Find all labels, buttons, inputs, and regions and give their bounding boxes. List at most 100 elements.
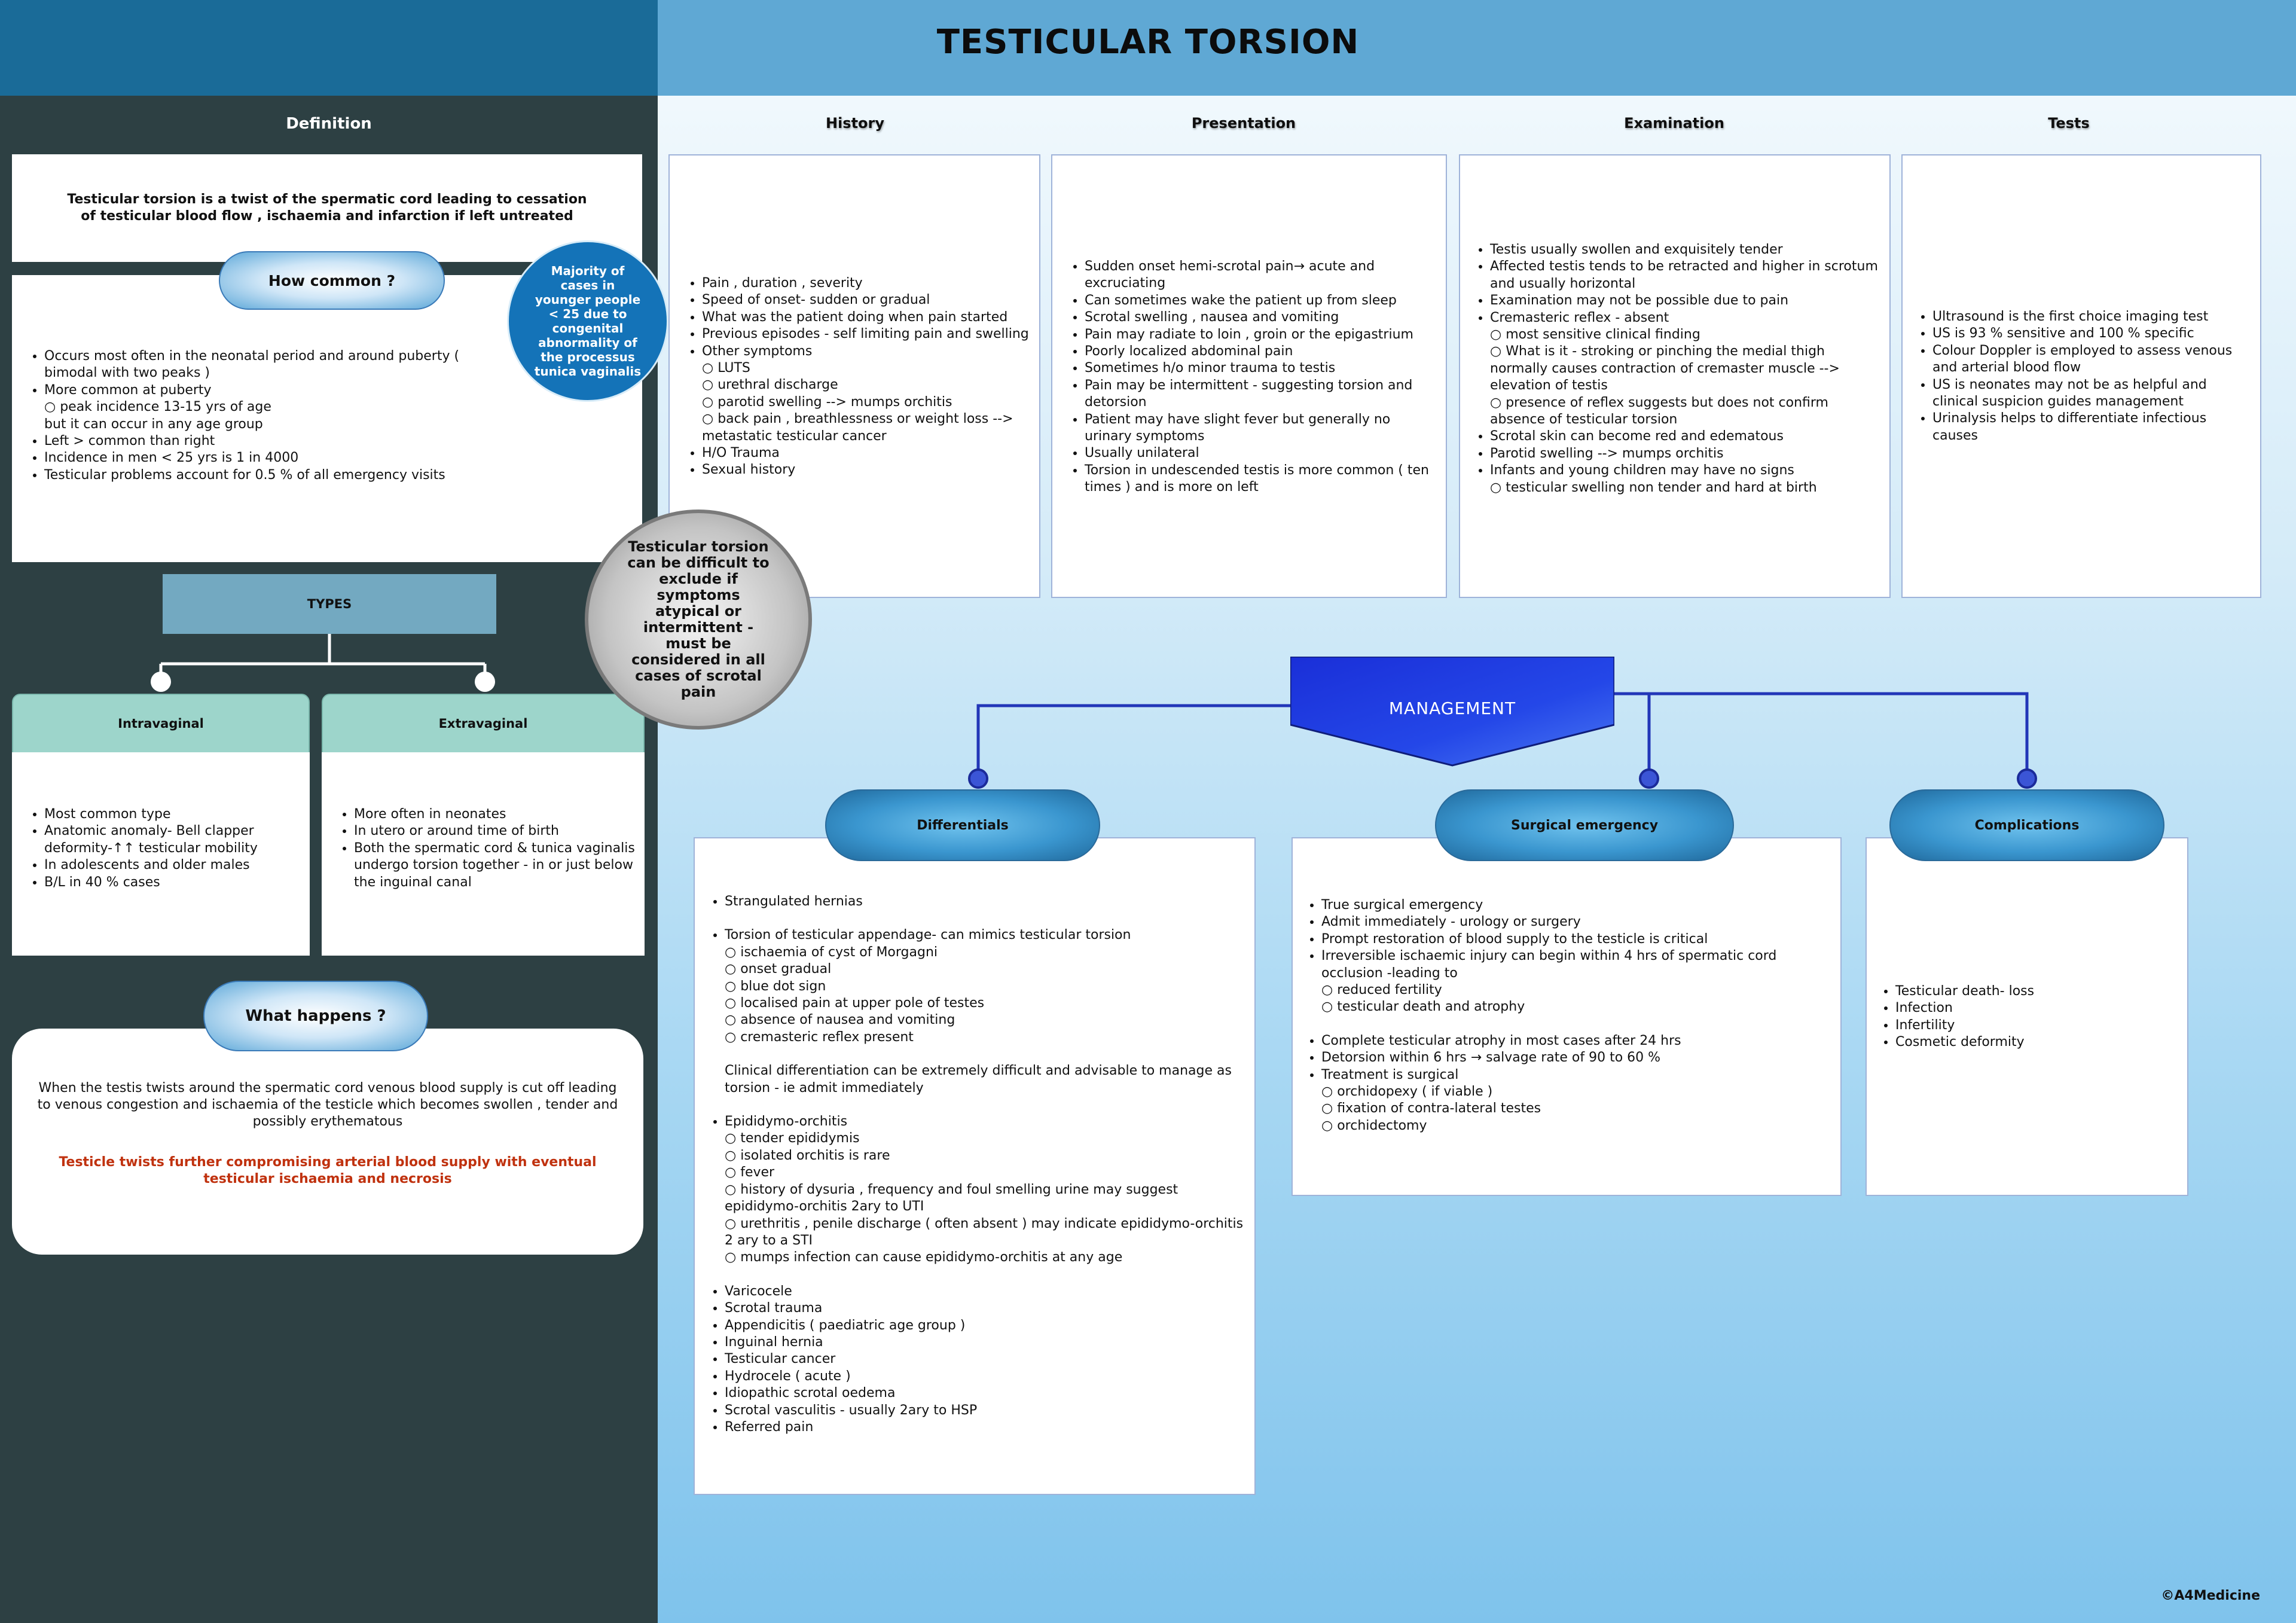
list-item: history of dysuria , frequency and foul …: [725, 1182, 1251, 1216]
list-item: testicular swelling non tender and hard …: [1490, 480, 1883, 496]
left-header-bar: [0, 0, 658, 96]
list-item: Cosmetic deformity: [1895, 1034, 2181, 1051]
list-item: Admit immediately - urology or surgery: [1321, 914, 1834, 931]
majority-note-circle: Majority of cases in younger people < 25…: [507, 240, 668, 402]
list-item: Incidence in men < 25 yrs is 1 in 4000: [44, 450, 463, 466]
list-item: Idiopathic scrotal oedema: [725, 1385, 1251, 1402]
list-item: Infection: [1895, 1000, 2181, 1017]
list-item: Appendicitis ( paediatric age group ): [725, 1317, 1251, 1334]
list-item: Sexual history: [702, 462, 1030, 478]
surgical-pill: Surgical emergency: [1435, 789, 1734, 861]
types-connector: [151, 634, 495, 692]
list-item: peak incidence 13-15 yrs of age: [44, 399, 463, 416]
list-item: Poorly localized abdominal pain: [1085, 343, 1436, 360]
list-item: most sensitive clinical finding: [1490, 327, 1883, 343]
list-item: ischaemia of cyst of Morgagni: [725, 944, 1251, 961]
list-item: testicular death and atrophy: [1321, 999, 1834, 1015]
list-item: In adolescents and older males: [44, 857, 298, 874]
list-item: Sudden onset hemi-scrotal pain→ acute an…: [1085, 258, 1436, 292]
list-item: Testicular problems account for 0.5 % of…: [44, 467, 463, 484]
list-item: Treatment is surgical: [1321, 1067, 1834, 1084]
list-item: Ultrasound is the first choice imaging t…: [1932, 309, 2254, 325]
extravaginal-header: Extravaginal: [322, 694, 645, 753]
list-item: True surgical emergency: [1321, 897, 1834, 914]
list-item: fever: [725, 1164, 1251, 1181]
list-item: Irreversible ischaemic injury can begin …: [1321, 948, 1834, 982]
list-item: urethral discharge: [702, 377, 1030, 393]
list-item: Affected testis tends to be retracted an…: [1490, 258, 1883, 292]
list-item: Scrotal swelling , nausea and vomiting: [1085, 309, 1436, 326]
surgical-box: True surgical emergency Admit immediatel…: [1292, 837, 1842, 1196]
list-item: Testicular cancer: [725, 1351, 1251, 1368]
definition-text: Testicular torsion is a twist of the spe…: [67, 192, 587, 224]
list-item: Can sometimes wake the patient up from s…: [1085, 292, 1436, 309]
list-item: Scrotal trauma: [725, 1300, 1251, 1317]
right-header-bar: [658, 0, 2296, 96]
list-item: presence of reflex suggests but does not…: [1490, 395, 1883, 429]
differentials-box: Strangulated hernias Torsion of testicul…: [694, 837, 1256, 1495]
list-item: Pain may radiate to loin , groin or the …: [1085, 327, 1436, 343]
page-title: TESTICULAR TORSION: [936, 23, 1360, 62]
list-item: Sometimes h/o minor trauma to testis: [1085, 360, 1436, 377]
list-item: Infants and young children may have no s…: [1490, 462, 1883, 479]
list-item: Pain may be intermittent - suggesting to…: [1085, 377, 1436, 411]
list-item: parotid swelling --> mumps orchitis: [702, 394, 1030, 411]
management-shape: [1290, 657, 1614, 767]
list-item: urethritis , penile discharge ( often ab…: [725, 1216, 1251, 1250]
list-item: Usually unilateral: [1085, 445, 1436, 462]
types-box: TYPES: [163, 574, 496, 634]
complications-pill: Complications: [1889, 789, 2164, 861]
torsion-note-circle: Testicular torsion can be difficult to e…: [585, 510, 812, 730]
extravaginal-box: More often in neonates In utero or aroun…: [322, 752, 645, 956]
list-item: Strangulated hernias: [725, 893, 1251, 910]
list-item: Referred pain: [725, 1419, 1251, 1436]
list-item: Both the spermatic cord & tunica vaginal…: [354, 840, 637, 891]
list-item: Previous episodes - self limiting pain a…: [702, 326, 1030, 343]
list-item: Torsion of testicular appendage- can mim…: [725, 927, 1251, 944]
list-item: mumps infection can cause epididymo-orch…: [725, 1249, 1251, 1266]
list-item: isolated orchitis is rare: [725, 1148, 1251, 1164]
list-item: absence of nausea and vomiting: [725, 1012, 1251, 1029]
list-item: Parotid swelling --> mumps orchitis: [1490, 446, 1883, 462]
list-item: B/L in 40 % cases: [44, 874, 298, 891]
list-item: Hydrocele ( acute ): [725, 1368, 1251, 1385]
list-item: Infertility: [1895, 1017, 2181, 1034]
intravaginal-header: Intravaginal: [12, 694, 310, 753]
tests-heading: Tests: [2048, 115, 2090, 132]
list-item: Detorsion within 6 hrs → salvage rate of…: [1321, 1050, 1834, 1066]
list-item: US is 93 % sensitive and 100 % specific: [1932, 325, 2254, 342]
history-heading: History: [825, 115, 885, 132]
list-item: Occurs most often in the neonatal period…: [44, 348, 463, 382]
list-item: More often in neonates: [354, 806, 637, 823]
majority-note: Majority of cases in younger people < 25…: [534, 264, 642, 379]
definition-box: Testicular torsion is a twist of the spe…: [12, 154, 642, 262]
definition-label: Definition: [286, 115, 372, 133]
list-item: Most common type: [44, 806, 298, 823]
list-item: Other symptoms: [702, 343, 1030, 360]
tests-box: Ultrasound is the first choice imaging t…: [1901, 154, 2261, 598]
list-item: reduced fertility: [1321, 982, 1834, 999]
list-item: but it can occur in any age group: [44, 416, 263, 432]
list-item: Testis usually swollen and exquisitely t…: [1490, 242, 1883, 258]
list-item: In utero or around time of birth: [354, 823, 637, 840]
what-happens-text: When the testis twists around the sperma…: [37, 1081, 618, 1129]
list-item: Anatomic anomaly- Bell clapper deformity…: [44, 823, 298, 857]
list-item: back pain , breathlessness or weight los…: [702, 411, 1030, 445]
list-item: Prompt restoration of blood supply to th…: [1321, 931, 1834, 948]
list-item: blue dot sign: [725, 978, 1251, 995]
list-item: Patient may have slight fever but genera…: [1085, 411, 1436, 446]
list-item: tender epididymis: [725, 1130, 1251, 1147]
list-item: cremasteric reflex present: [725, 1029, 1251, 1046]
list-item: What is it - stroking or pinching the me…: [1490, 343, 1883, 394]
list-item: Torsion in undescended testis is more co…: [1085, 462, 1436, 496]
list-item: Examination may not be possible due to p…: [1490, 292, 1883, 309]
list-item: localised pain at upper pole of testes: [725, 995, 1251, 1012]
list-item: Clinical differentiation can be extremel…: [725, 1063, 1232, 1096]
management-label: MANAGEMENT: [1388, 698, 1516, 718]
torsion-note: Testicular torsion can be difficult to e…: [627, 538, 770, 700]
list-item: More common at puberty: [44, 382, 463, 399]
list-item: Left > common than right: [44, 433, 463, 450]
list-item: orchidopexy ( if viable ): [1321, 1084, 1834, 1100]
what-happens-red-text: Testicle twists further compromising art…: [59, 1155, 597, 1186]
list-item: Scrotal skin can become red and edematou…: [1490, 428, 1883, 445]
